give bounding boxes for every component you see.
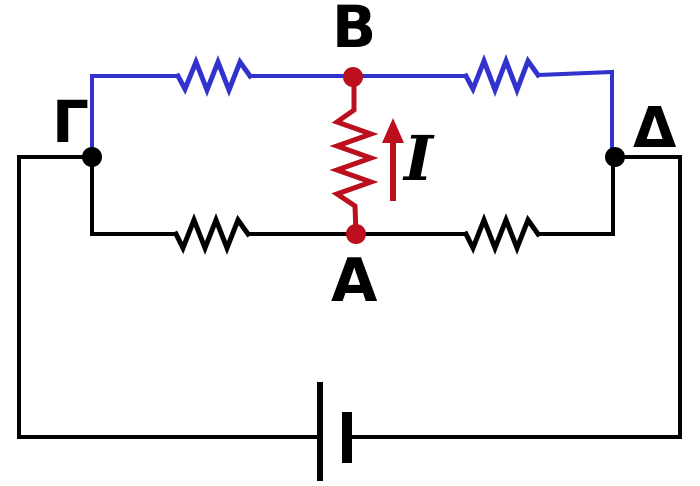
label-node-a: A — [331, 246, 378, 316]
resistor-bottom-right-icon — [462, 213, 542, 255]
label-node-gamma: Γ — [52, 88, 89, 156]
outer-loop-right-wire — [347, 155, 682, 439]
resistor-top-left-icon — [174, 55, 254, 97]
node-gamma-dot — [82, 147, 102, 167]
label-current-i: I — [402, 122, 435, 195]
label-node-delta: Δ — [633, 96, 677, 161]
resistor-bridge-icon — [329, 75, 379, 237]
resistor-bottom-left-icon — [172, 213, 252, 255]
bottom-branch-wire-right — [536, 155, 615, 236]
resistor-top-right-icon — [462, 53, 542, 98]
top-branch-wire-left — [90, 74, 180, 159]
current-arrow-head-icon — [382, 118, 404, 143]
node-a-dot — [346, 224, 366, 244]
label-node-b: B — [332, 0, 376, 61]
node-delta-dot — [605, 147, 625, 167]
top-branch-wire-right — [535, 69, 614, 159]
node-b-dot — [343, 67, 363, 87]
bottom-branch-wire-left — [90, 155, 178, 236]
outer-loop-left-wire — [17, 155, 320, 439]
